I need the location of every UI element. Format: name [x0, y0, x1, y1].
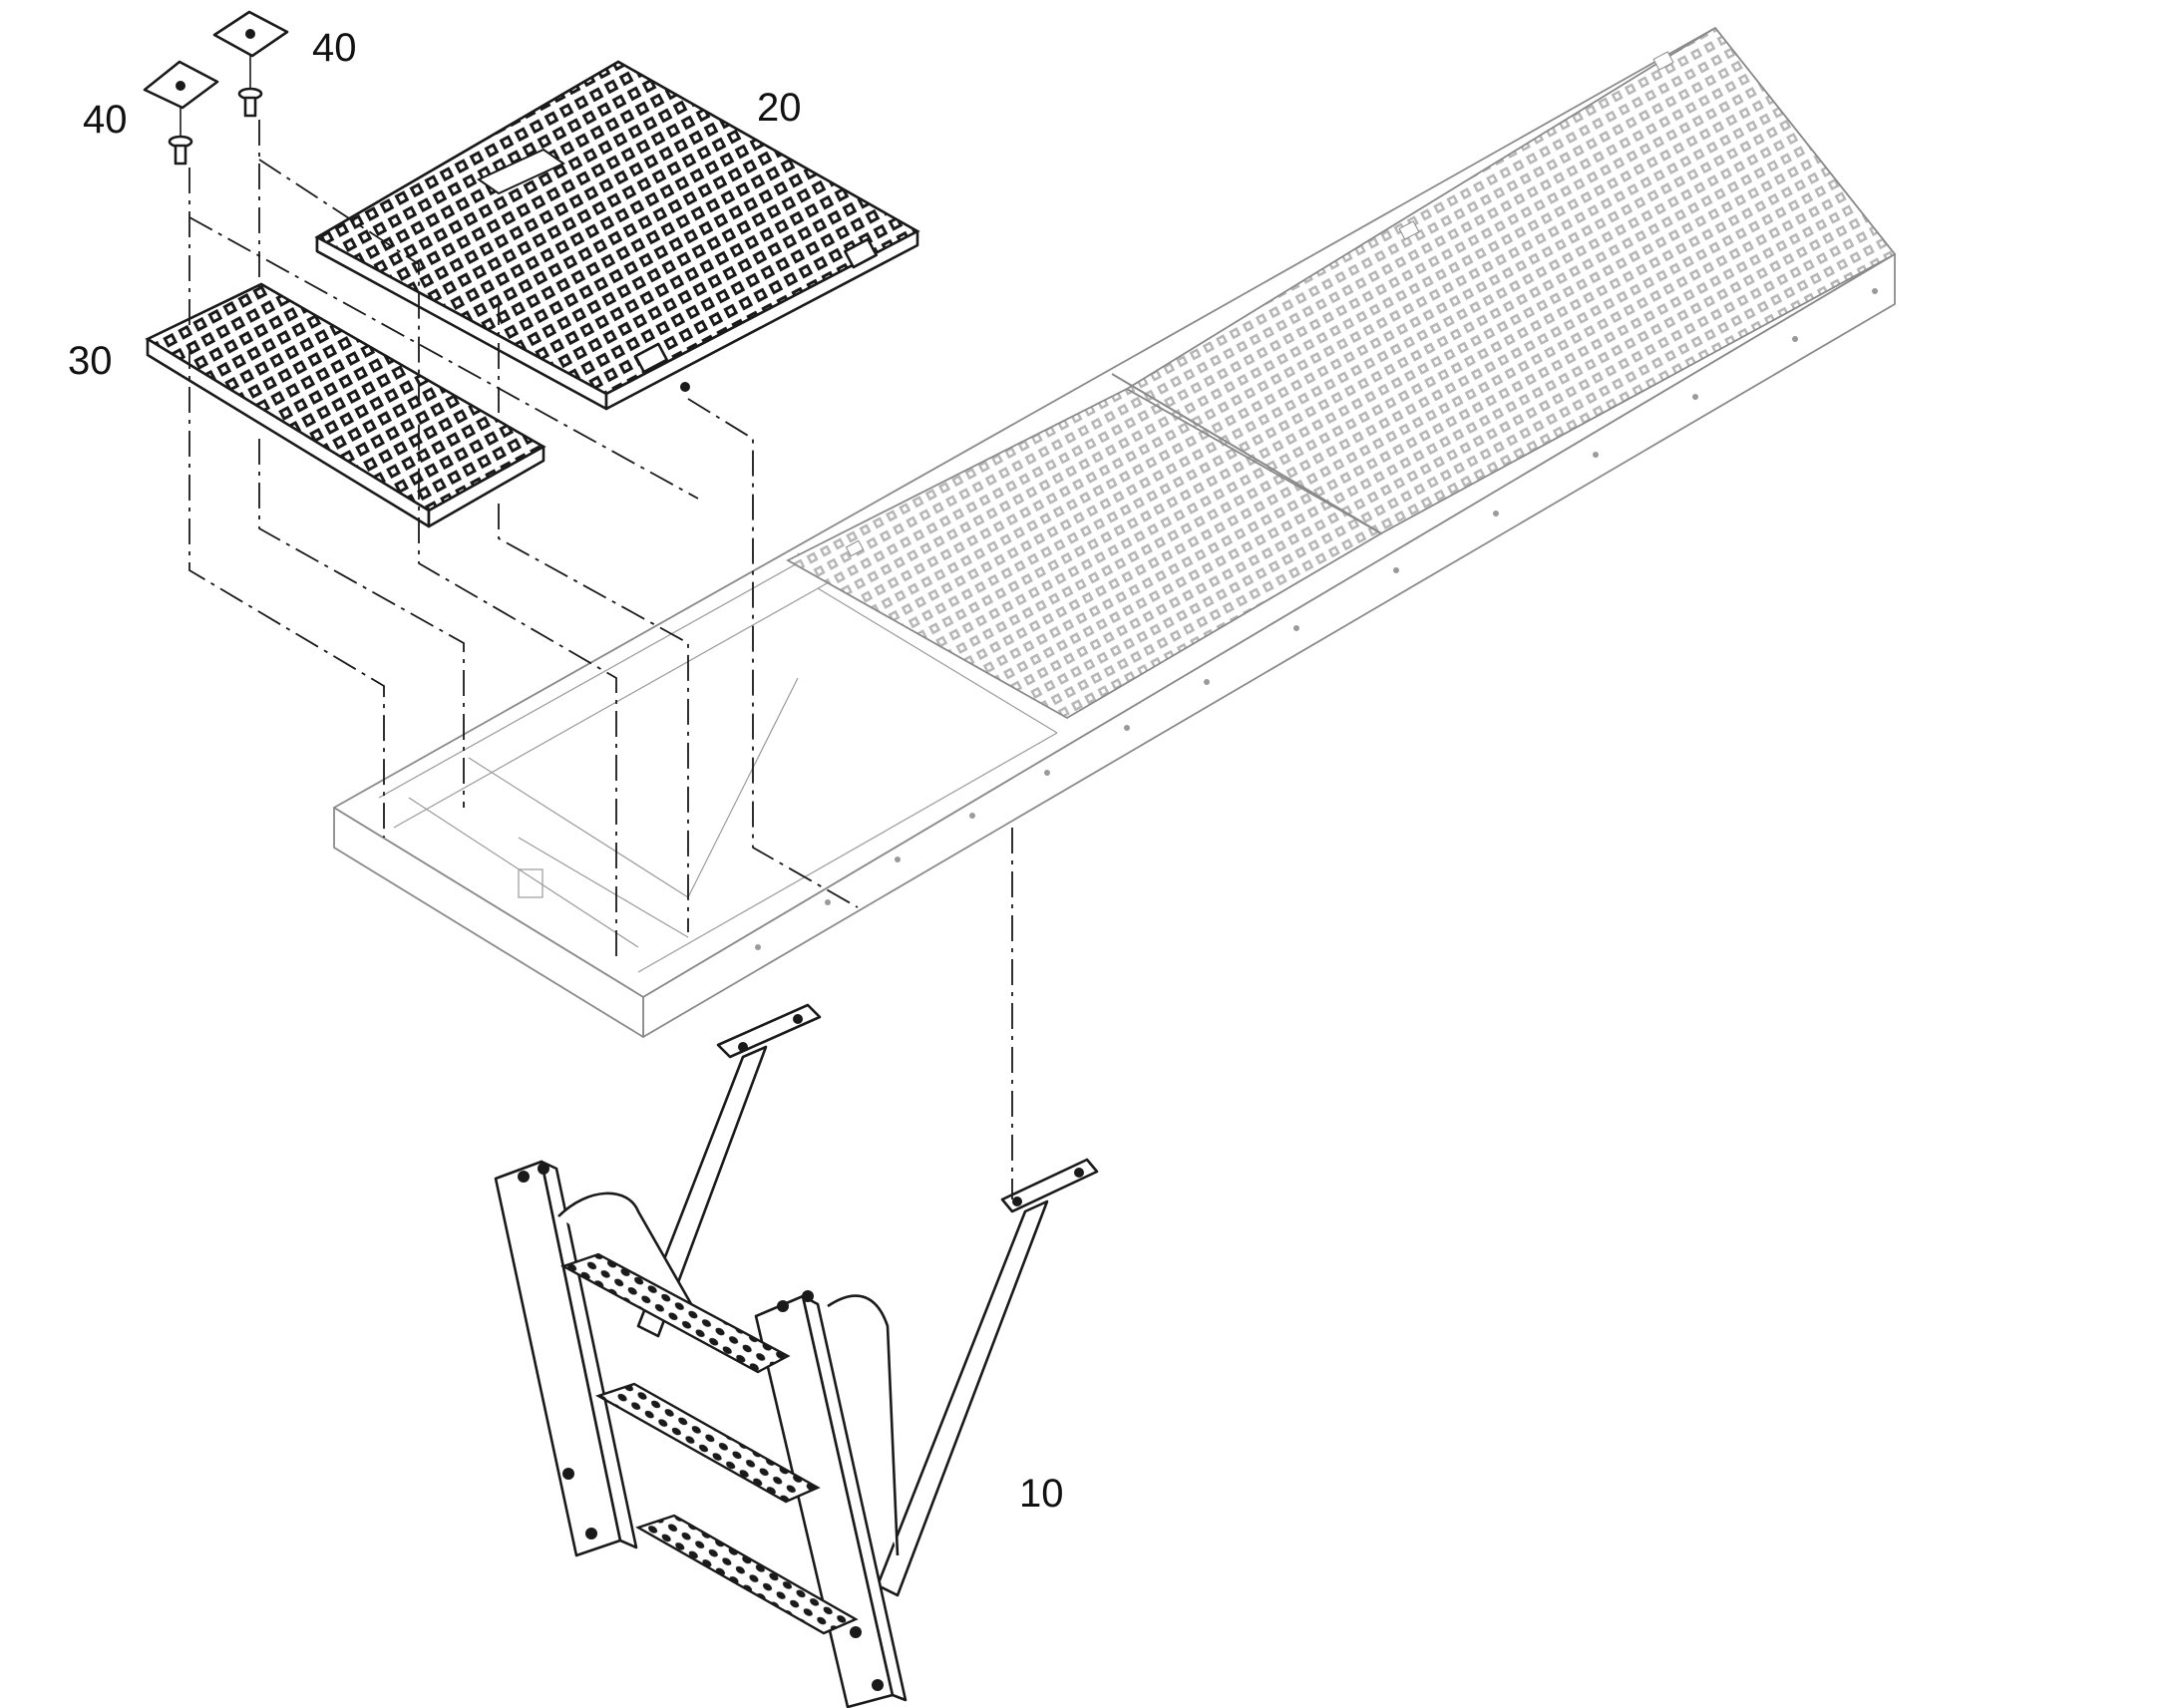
- installed-grating-far: [1111, 26, 1897, 535]
- fastener-left: [143, 60, 219, 166]
- fastener-right: [212, 10, 289, 118]
- stair-assembly: [494, 1003, 1099, 1708]
- grating-small: [145, 282, 546, 528]
- callout-fastener-left: 40: [83, 98, 128, 142]
- assembly-lines: [188, 120, 1013, 1199]
- callout-stair: 10: [1019, 1472, 1064, 1516]
- grating-large: [314, 60, 920, 411]
- callout-fastener-right: 40: [312, 26, 357, 70]
- callout-grating-large: 20: [757, 86, 802, 130]
- callout-grating-small: 30: [68, 339, 113, 383]
